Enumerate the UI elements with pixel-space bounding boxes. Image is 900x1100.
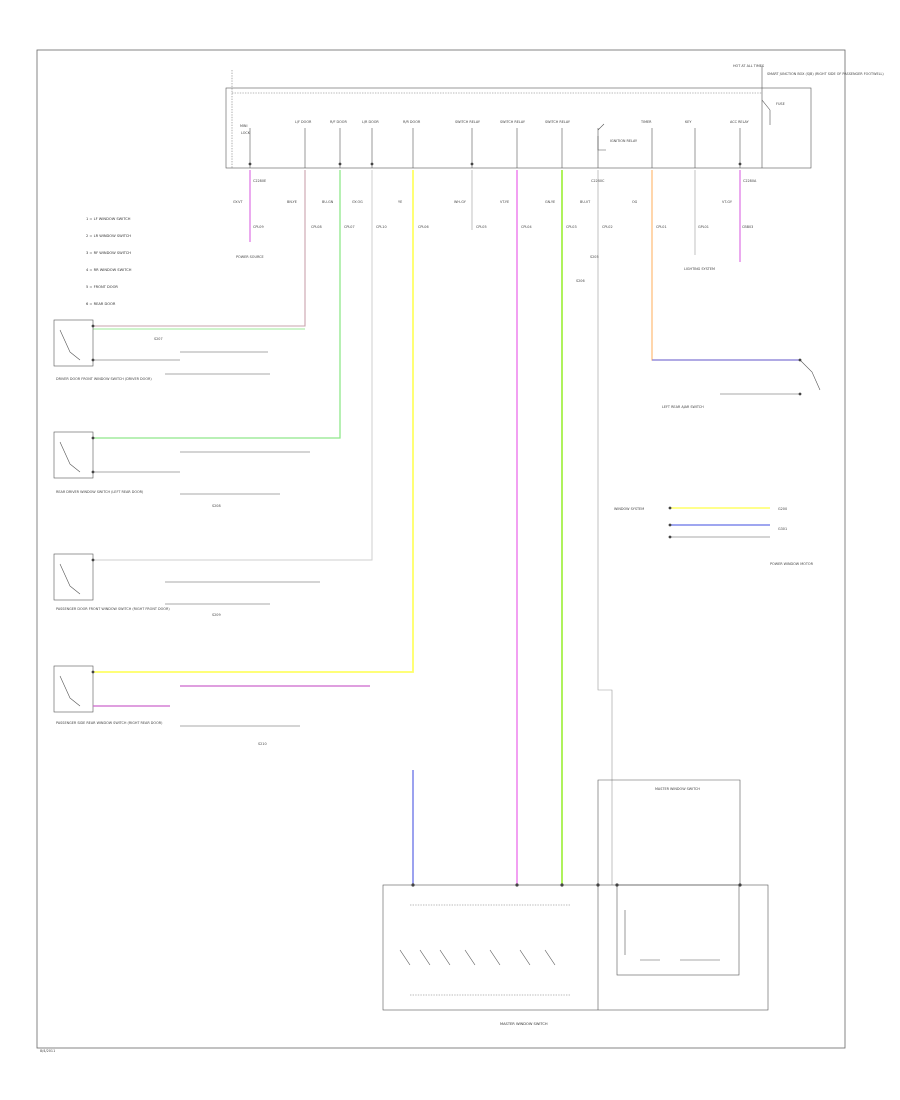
splice-label: S207 [154,337,163,341]
component-label: POWER SOURCE [236,255,264,259]
splice-label: S206 [576,279,585,283]
ground-label: G200 [778,507,787,511]
circuit-id: CPL08 [311,225,322,229]
footer-code: 8/4/2011 [40,1049,55,1053]
legend-item: 6 = REAR DOOR [86,302,116,306]
circuit-id: CPL09 [253,225,264,229]
component-label: WINDOW SYSTEM [614,507,644,511]
wire-code: WH-GY [454,200,467,204]
wire-code: GN-YE [545,200,555,204]
legend-item: 4 = RR WINDOW SWITCH [86,268,132,272]
component-label: REAR DRIVER WINDOW SWITCH (LEFT REAR DOO… [56,490,144,494]
legend-item: 3 = RF WINDOW SWITCH [86,251,131,255]
circuit-id: CPL04 [521,225,532,229]
circuit-id: CPL07 [344,225,355,229]
diagram-frame [36,49,846,1049]
component-label: POWER WINDOW MOTOR [770,562,814,566]
pin-label: ACC RELAY [730,120,750,124]
circuit-id: GPL01 [698,225,709,229]
pin-label: SWITCH RELAY [455,120,481,124]
wire-green-1 [93,170,341,439]
component-label: LEFT REAR AJAR SWITCH [662,405,704,409]
wire-orange [651,170,800,361]
splice-label: S208 [212,504,221,508]
circuit-id: CPL02 [602,225,613,229]
pin-label: SWITCH RELAY [500,120,526,124]
splice-label: S205 [590,255,599,259]
pin-label: L/R DOOR [362,120,379,124]
master-window-switch: MASTER WINDOW SWITCH MASTER WINDOW SWITC… [382,787,769,1026]
module-relay-label: IGNITION RELAY [610,139,638,143]
circuit-id-labels: CPL09 CPL08 CPL07 CPL10 CPL06 CPL05 CPL0… [253,225,753,229]
junction-box-module: HOT AT ALL TIMES SMART JUNCTION BOX (SJB… [225,64,884,169]
pin-label: LOCK [241,131,251,135]
wire-code: VT-YE [500,200,509,204]
circuit-id: CPL03 [566,225,577,229]
component-label: LIGHTING SYSTEM [684,267,715,271]
circuit-id: CPL05 [476,225,487,229]
ground-label: G301 [778,527,787,531]
wire-gy-og [93,170,373,561]
pin-label: R/R DOOR [403,120,421,124]
component-label: PASSENGER SIDE REAR WINDOW SWITCH (RIGHT… [56,721,163,725]
driver-front-switch: DRIVER DOOR FRONT WINDOW SWITCH (DRIVER … [53,319,270,381]
wire-code: GY-VT [233,200,243,204]
connector-id: C2280E [253,179,266,183]
connector-id: C2280A [743,179,757,183]
wiring-harness [93,170,800,885]
module-pin-labels: MINI L/F DOOR R/F DOOR L/R DOOR R/R DOOR… [240,120,750,135]
circuit-id: CPL01 [656,225,667,229]
pin-label: TIMER [640,120,652,124]
pin-label: KEY [685,120,692,124]
wire-code: BU-VT [580,200,591,204]
right-connector-group: WINDOW SYSTEM POWER WINDOW MOTOR G200 G3… [614,506,814,566]
wire-yellow [93,170,414,673]
component-label: MASTER WINDOW SWITCH [655,787,700,791]
wire-code: OG [632,200,638,204]
module-hot-label: HOT AT ALL TIMES [733,64,764,68]
pin-label: SWITCH RELAY [545,120,571,124]
splice-label: S209 [212,613,221,617]
passenger-front-switch: PASSENGER DOOR FRONT WINDOW SWITCH (RIGH… [53,553,320,611]
pin-label: MINI [240,124,247,128]
module-side-label: SMART JUNCTION BOX (SJB) (RIGHT SIDE OF … [767,72,884,76]
module-fuse-label: FUSE [776,102,785,106]
legend: 1 = LF WINDOW SWITCH 2 = LR WINDOW SWITC… [86,217,132,306]
ajar-switch: LEFT REAR AJAR SWITCH [662,358,821,409]
wire-code: VT-GY [722,200,733,204]
circuit-id: CPL06 [418,225,429,229]
wire-code: GY-OG [352,200,363,204]
component-label: DRIVER DOOR FRONT WINDOW SWITCH (DRIVER … [56,377,152,381]
pin-label: R/F DOOR [330,120,347,124]
circuit-id: CPL10 [376,225,387,229]
module-pins [248,128,742,168]
wire-code: BN-YE [287,200,297,204]
pin-label: L/F DOOR [295,120,312,124]
wire-code-labels: GY-VT BN-YE BU-GN GY-OG YE WH-GY VT-YE G… [233,200,733,204]
legend-item: 5 = FRONT DOOR [86,285,118,289]
circuit-id: CBB03 [742,225,753,229]
wire-code: YE [398,200,402,204]
bottom-label: MASTER WINDOW SWITCH [500,1022,548,1026]
passenger-rear-switch: PASSENGER SIDE REAR WINDOW SWITCH (RIGHT… [53,665,370,727]
component-label: PASSENGER DOOR FRONT WINDOW SWITCH (RIGH… [56,607,170,611]
wire-bn-ye [93,170,306,327]
legend-item: 1 = LF WINDOW SWITCH [86,217,131,221]
legend-item: 2 = LR WINDOW SWITCH [86,234,131,238]
wire-code: BU-GN [322,200,334,204]
rear-driver-switch: REAR DRIVER WINDOW SWITCH (LEFT REAR DOO… [53,431,310,495]
splice-label: S210 [258,742,267,746]
